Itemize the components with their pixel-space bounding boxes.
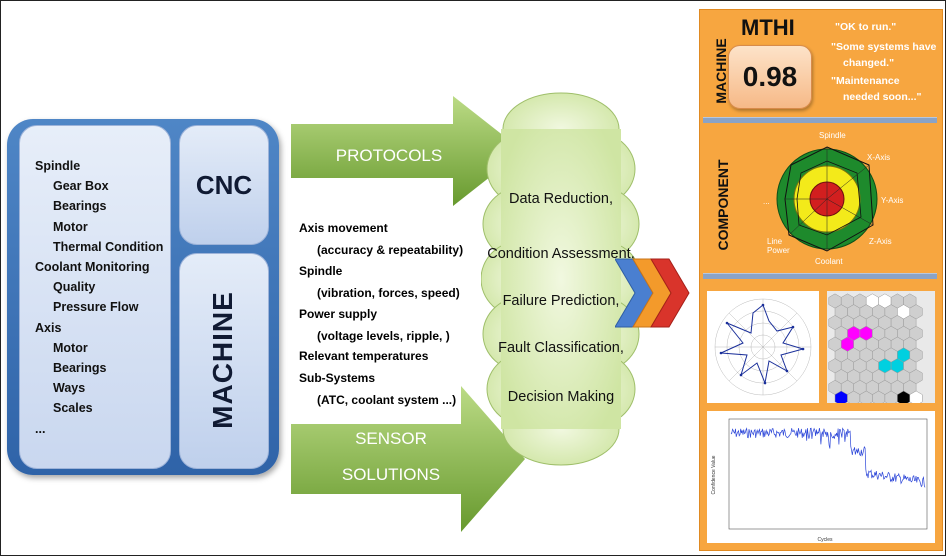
measurement-item: (accuracy & repeatability) xyxy=(317,243,464,257)
cloud-item: Fault Classification, xyxy=(498,340,624,356)
machine-item: Axis xyxy=(35,320,62,335)
machine-item: Spindle xyxy=(35,159,81,173)
trend-plot-panel: Cycles Confidence Value xyxy=(707,411,935,543)
quote-line-4: "Maintenance xyxy=(831,75,900,87)
machine-label: MACHINE xyxy=(207,291,239,429)
machine-item: Ways xyxy=(53,381,86,396)
radar-label-x-axis: X-Axis xyxy=(867,153,891,162)
measurement-item: Relevant temperatures xyxy=(299,349,429,363)
machine-item: Bearings xyxy=(53,199,107,214)
hex-cell xyxy=(909,390,923,406)
machine-section-label: MACHINE xyxy=(713,38,729,104)
quote-line-2: "Some systems have xyxy=(831,41,937,53)
radar-label-spindle: Spindle xyxy=(819,131,846,140)
polar-plot xyxy=(714,298,812,396)
section-divider-2 xyxy=(703,273,937,279)
cloud-item: Condition Assessment, xyxy=(487,246,635,262)
radar-label-y-axis: Y-Axis xyxy=(881,196,904,205)
trend-plot: Cycles Confidence Value xyxy=(711,418,928,543)
mthi-title: MTHI xyxy=(741,15,795,40)
machine-item: Pressure Flow xyxy=(53,300,139,315)
cloud-item: Failure Prediction, xyxy=(502,293,620,309)
trend-line xyxy=(730,427,926,488)
measurement-item: Spindle xyxy=(299,264,343,278)
hex-map xyxy=(828,293,923,406)
radar-label-z-axis: Z-Axis xyxy=(869,237,892,246)
cnc-box: CNC xyxy=(179,125,269,245)
measurement-item: Sub-Systems xyxy=(299,371,376,385)
cnc-label: CNC xyxy=(195,169,253,200)
machine-item: Quality xyxy=(53,280,96,295)
component-radar-chart xyxy=(776,146,878,252)
machine-item: Gear Box xyxy=(53,179,109,194)
machine-vertical-label-wrap: MACHINE xyxy=(179,253,267,467)
machine-item: Coolant Monitoring xyxy=(35,260,150,274)
protocols-label: PROTOCOLS xyxy=(335,146,443,165)
machine-item: Scales xyxy=(53,401,93,416)
component-section-label: COMPONENT xyxy=(715,159,731,251)
processing-cloud xyxy=(481,92,641,466)
measurement-item: Power supply xyxy=(299,307,378,321)
measurement-item: (voltage levels, ripple, ) xyxy=(317,329,450,343)
radar-label-line-power: Line Power xyxy=(767,237,790,255)
sensor-label-line2: SOLUTIONS xyxy=(341,465,441,484)
quote-line-1: "OK to run." xyxy=(835,21,897,33)
machine-items-box xyxy=(19,125,171,469)
machine-item: Motor xyxy=(53,340,88,355)
trend-ylabel: Confidence Value xyxy=(711,455,717,494)
sensor-arrow xyxy=(291,386,525,532)
hex-map-panel xyxy=(827,291,935,406)
measurement-item: Axis movement xyxy=(299,221,388,235)
mthi-value-box: 0.98 xyxy=(728,45,812,109)
machine-item: Motor xyxy=(53,219,88,234)
trend-xlabel: Cycles xyxy=(817,537,833,543)
mthi-value: 0.98 xyxy=(742,61,798,92)
machine-item: Bearings xyxy=(53,361,107,375)
chevron-arrows xyxy=(615,258,690,328)
machine-item: Thermal Condition xyxy=(53,239,164,254)
cloud-item: Decision Making xyxy=(507,389,615,405)
sensor-label-line1: SENSOR xyxy=(355,429,427,448)
radar-label-dots: ... xyxy=(763,197,770,206)
section-divider-1 xyxy=(703,117,937,123)
quote-line-5: needed soon..." xyxy=(843,91,922,103)
cloud-item: Data Reduction, xyxy=(509,191,613,207)
machine-box xyxy=(179,253,269,469)
measurement-item: (ATC, coolant system ...) xyxy=(317,393,457,407)
measurement-item: (vibration, forces, speed) xyxy=(317,286,460,300)
polar-plot-panel xyxy=(707,291,819,403)
quote-line-3: changed." xyxy=(843,57,895,69)
radar-label-coolant: Coolant xyxy=(815,257,843,266)
machine-item: ... xyxy=(35,421,46,436)
protocols-arrow xyxy=(291,96,523,206)
